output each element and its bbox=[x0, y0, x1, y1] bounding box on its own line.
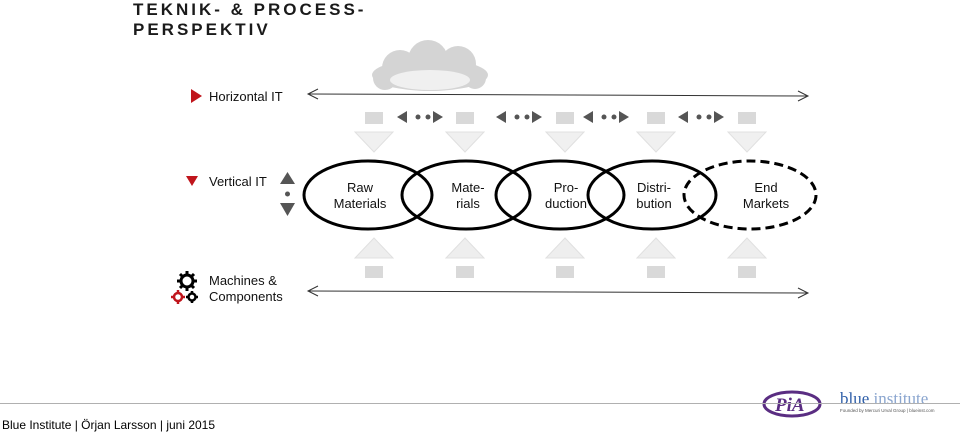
top-squares bbox=[365, 112, 756, 124]
machines-arrow bbox=[306, 285, 810, 299]
svg-text:PiA: PiA bbox=[774, 395, 805, 416]
stage-label-line-2: Markets bbox=[742, 196, 790, 211]
svg-text:blue institute: blue institute bbox=[840, 389, 928, 408]
footer-divider bbox=[0, 403, 960, 404]
stage-ellipses bbox=[302, 159, 818, 231]
footer-credit: Blue Institute | Örjan Larsson | juni 20… bbox=[2, 418, 216, 432]
bidirectional-arrows bbox=[397, 111, 724, 123]
machines-components-label: Machines & Components bbox=[209, 273, 283, 305]
stage-label-line-1: Mate- bbox=[451, 180, 485, 195]
stage-label-line-1: Raw bbox=[346, 180, 373, 195]
stage-label-end-markets: End Markets bbox=[726, 180, 806, 212]
stage-ellipse-raw-materials bbox=[302, 159, 434, 231]
horizontal-it-label: Horizontal IT bbox=[209, 89, 283, 104]
bidirectional-arrow-icon bbox=[583, 111, 629, 123]
stage-label-line-2: Materials bbox=[333, 196, 387, 211]
stage-label-line-1: End bbox=[754, 180, 778, 195]
stage-label-line-1: Distri- bbox=[637, 180, 671, 195]
stage-label-line-2: rials bbox=[456, 196, 480, 211]
vertical-updown-arrow-icon bbox=[280, 172, 295, 216]
stage-label-materials: Mate- rials bbox=[428, 180, 508, 212]
bidirectional-arrow-icon bbox=[678, 111, 724, 123]
bidirectional-arrow-icon bbox=[397, 111, 443, 123]
blue-institute-logo: blue institute Founded by Mercuri Urval … bbox=[840, 389, 935, 413]
stage-label-line-2: duction bbox=[545, 196, 587, 211]
stage-label-distribution: Distri- bution bbox=[614, 180, 694, 212]
up-arrows bbox=[353, 237, 768, 259]
stage-label-line-2: bution bbox=[636, 196, 672, 211]
stage-ellipse-distribution bbox=[586, 159, 718, 231]
horizontal-it-marker-icon bbox=[191, 89, 202, 103]
stage-label-line-1: Pro- bbox=[553, 180, 579, 195]
title-line-2: PERSPEKTIV bbox=[133, 20, 271, 39]
bidirectional-arrow-icon bbox=[496, 111, 542, 123]
stage-label-raw-materials: Raw Materials bbox=[320, 180, 400, 212]
page-title: TEKNIK- & PROCESS- PERSPEKTIV bbox=[133, 0, 366, 40]
pia-logo: PiA bbox=[762, 390, 822, 418]
svg-text:Founded by Mercuri Urval Group: Founded by Mercuri Urval Group | blueins… bbox=[840, 408, 935, 413]
stage-ellipse-production bbox=[494, 159, 626, 231]
stage-ellipse-end-markets bbox=[682, 159, 818, 231]
horizontal-it-arrow bbox=[306, 88, 810, 102]
bottom-squares bbox=[365, 266, 756, 278]
down-arrows bbox=[353, 131, 768, 153]
stage-ellipse-materials bbox=[400, 159, 532, 231]
gears-icon bbox=[171, 271, 198, 304]
stage-label-production: Pro- duction bbox=[526, 180, 606, 212]
cloud-icon bbox=[372, 40, 488, 91]
title-line-1: TEKNIK- & PROCESS- bbox=[133, 0, 367, 19]
vertical-it-label: Vertical IT bbox=[209, 174, 267, 189]
machines-label-line-2: Components bbox=[209, 289, 283, 304]
vertical-it-marker-icon bbox=[186, 176, 198, 186]
machines-label-line-1: Machines & bbox=[209, 273, 277, 288]
